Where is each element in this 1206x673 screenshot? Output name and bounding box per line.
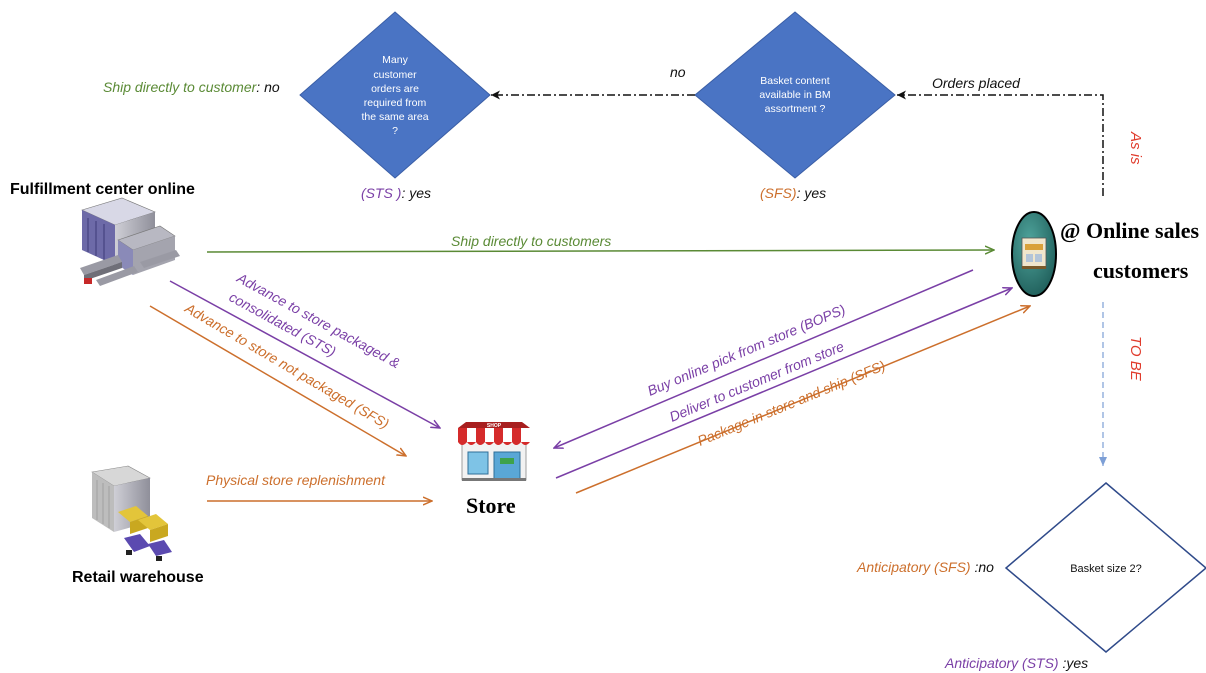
anticipatory-sts-prefix: Anticipatory (STS): [944, 655, 1059, 671]
store-icon: SHOP: [458, 422, 530, 481]
many-orders-line-2: customer: [373, 69, 417, 81]
arrow-orders-placed: [897, 90, 1104, 196]
many-orders-line-3: orders are: [371, 83, 419, 95]
many-orders-line-1: Many: [382, 54, 408, 66]
arrow-deliver-from-store: [555, 288, 1012, 479]
anticipatory-sts-label: Anticipatory (STS) :yes: [944, 655, 1088, 671]
store-label: Store: [466, 493, 516, 518]
arrow-advance-not-packaged: [149, 305, 406, 456]
diamond-basket-size: [1004, 482, 1206, 653]
anticipatory-sfs-prefix: Anticipatory (SFS): [856, 559, 971, 575]
online-sales-icon: [1011, 211, 1057, 297]
to-be-label: TO BE: [1127, 336, 1144, 382]
arrow-bops: [554, 269, 974, 448]
anticipatory-sfs-suffix: :no: [971, 559, 995, 575]
basket-size-text: Basket size 2?: [1070, 563, 1142, 575]
orders-placed-label: Orders placed: [932, 75, 1021, 91]
arrow-package-ship: [575, 306, 1030, 494]
sts-yes-prefix: (STS ): [361, 185, 401, 201]
shop-sign-text: SHOP: [487, 423, 502, 429]
physical-replenishment-label: Physical store replenishment: [206, 472, 386, 488]
arrow-advance-packaged: [169, 280, 440, 428]
sts-yes-suffix: : yes: [401, 185, 431, 201]
sfs-yes-label: (SFS): yes: [760, 185, 826, 201]
many-orders-line-5: the same area: [361, 111, 428, 123]
basket-content-line-3: assortment ?: [765, 103, 826, 115]
arrow-ship-directly: [206, 250, 994, 252]
sts-yes-label: (STS ): yes: [361, 185, 431, 201]
retail-warehouse-label: Retail warehouse: [72, 569, 204, 586]
fulfillment-center-icon: [80, 197, 180, 286]
ship-directly-no-suffix: : no: [256, 79, 280, 95]
online-sales-label-line-1: @ Online sales: [1060, 218, 1199, 243]
fulfillment-center-label: Fulfillment center online: [10, 181, 195, 198]
as-is-label: As is: [1127, 131, 1144, 165]
decision-basket-content: Basket content available in BM assortmen…: [694, 11, 896, 179]
sfs-yes-suffix: : yes: [797, 185, 827, 201]
many-orders-line-6: ?: [392, 125, 398, 137]
decision-many-orders: Many customer orders are required from t…: [299, 11, 491, 179]
online-sales-label-line-2: customers: [1093, 258, 1189, 283]
decision-basket-size: Basket size 2?: [1004, 482, 1206, 653]
sfs-yes-prefix: (SFS): [760, 185, 797, 201]
basket-content-line-1: Basket content: [760, 75, 830, 87]
diamond-many-orders: [299, 11, 491, 179]
retail-warehouse-icon: [91, 465, 172, 561]
anticipatory-sfs-label: Anticipatory (SFS) :no: [856, 559, 994, 575]
ship-directly-customers-label: Ship directly to customers: [451, 233, 611, 249]
anticipatory-sts-suffix: :yes: [1059, 655, 1089, 671]
ship-directly-no-label: Ship directly to customer: no: [103, 79, 280, 95]
no-label: no: [670, 64, 686, 80]
basket-content-line-2: available in BM: [759, 89, 830, 101]
many-orders-line-4: required from: [364, 97, 427, 109]
diamond-basket-content: [694, 11, 896, 179]
ship-directly-no-prefix: Ship directly to customer: [103, 79, 258, 95]
